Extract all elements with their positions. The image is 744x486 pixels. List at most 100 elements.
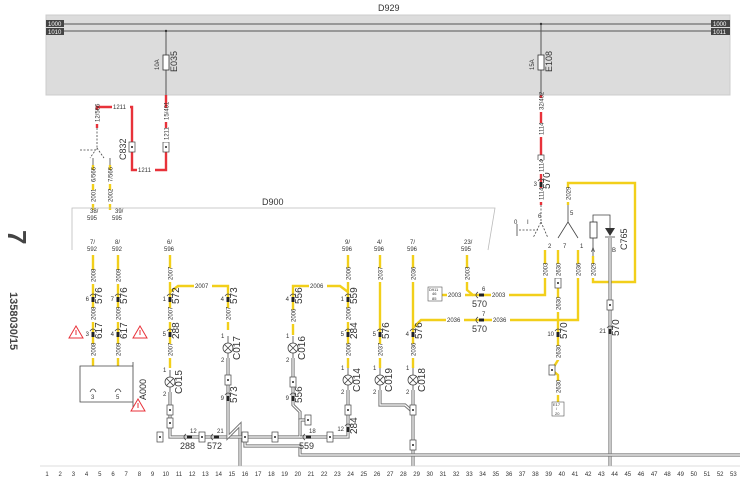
wire-label: 2630 [554, 296, 563, 312]
svg-text:559: 559 [299, 441, 314, 451]
svg-text:570: 570 [611, 319, 622, 336]
wire-label: 2002 [106, 188, 115, 204]
panel-title: D929 [378, 3, 400, 13]
svg-text:576: 576 [94, 287, 105, 304]
inline-splice [166, 417, 174, 429]
svg-text:C765: C765 [619, 228, 629, 250]
inline-splice [326, 431, 334, 443]
svg-text:8/: 8/ [115, 240, 120, 246]
module-title: D900 [262, 197, 284, 207]
svg-text:4: 4 [286, 297, 290, 303]
ruler-tick: 49 [677, 472, 684, 478]
svg-text:592: 592 [87, 247, 98, 253]
wire-label: 2036 [409, 342, 418, 358]
svg-text:B: B [612, 248, 616, 254]
svg-text:9/: 9/ [345, 240, 350, 246]
ruler-tick: 7 [125, 472, 129, 478]
svg-text:2036: 2036 [412, 266, 418, 280]
inline-splice [166, 404, 174, 416]
wire-label: 2001 [89, 188, 98, 204]
switch-c832[interactable]: C832 [80, 128, 128, 165]
svg-text:15A: 15A [530, 59, 536, 70]
svg-text:2007: 2007 [227, 306, 233, 320]
ruler-tick: 18 [268, 472, 275, 478]
svg-text:576: 576 [119, 287, 130, 304]
ruler-tick: 43 [598, 472, 605, 478]
ruler-tick: 44 [611, 472, 618, 478]
wire-label: 2003 [447, 291, 465, 299]
svg-text:2: 2 [341, 390, 345, 396]
fuse-e108: 15A E108 [530, 22, 554, 95]
svg-text:2006: 2006 [292, 308, 298, 322]
svg-text:284: 284 [349, 322, 360, 339]
svg-text:A000: A000 [138, 379, 148, 400]
wire-label: 2036 [492, 316, 510, 324]
inline-splice [241, 431, 249, 443]
ruler-tick: 9 [151, 472, 155, 478]
svg-text:1: 1 [221, 334, 225, 340]
wire-label: 2036 [574, 262, 583, 278]
wire-label: 2029 [564, 186, 573, 202]
warning-icon [68, 325, 84, 339]
svg-text:7: 7 [482, 312, 486, 318]
ruler-tick: 15 [228, 472, 235, 478]
svg-text:1114: 1114 [540, 187, 546, 200]
svg-text:3: 3 [91, 395, 95, 401]
wire-label: 2630 [554, 379, 563, 395]
ruler-tick: 5 [98, 472, 102, 478]
ruler-tick: 36 [506, 472, 513, 478]
wire-label: 1211 [137, 166, 155, 174]
svg-text:2630: 2630 [557, 262, 563, 276]
wire-label: 2009 [114, 268, 123, 284]
svg-text:2006: 2006 [310, 284, 324, 290]
svg-text:2003: 2003 [466, 266, 472, 280]
svg-text:1: 1 [341, 366, 345, 372]
svg-text:6/566: 6/566 [92, 166, 98, 182]
fuse-e035: 10A E035 [155, 29, 179, 95]
wire-label: 2006 [344, 266, 353, 282]
light-switch[interactable]: 0 I 6 2 7 1 5 [514, 205, 584, 250]
ruler-tick: 26 [374, 472, 381, 478]
ruler-tick: 53 [730, 472, 737, 478]
ruler-tick: 41 [572, 472, 579, 478]
d929-fuse-panel: D929 1000 1010 1000 1011 10A E035 15A E1… [45, 3, 731, 96]
svg-text:573: 573 [229, 287, 240, 304]
svg-text:2003: 2003 [448, 293, 462, 299]
svg-text:595: 595 [461, 247, 472, 253]
svg-text:288: 288 [171, 322, 182, 339]
module-pin: 7/5927/592 [87, 240, 98, 253]
svg-text:2008: 2008 [92, 306, 98, 320]
svg-text:572: 572 [207, 441, 222, 451]
inline-splice [606, 299, 614, 311]
svg-text:6/: 6/ [167, 240, 172, 246]
c765-indicator: A B C765 [589, 214, 629, 256]
wire-label: 2007 [224, 306, 233, 322]
svg-text:596: 596 [342, 247, 353, 253]
inline-splice [198, 431, 206, 443]
power-wire [95, 95, 168, 172]
svg-text:284: 284 [349, 417, 360, 434]
wire-label: 2007 [166, 306, 175, 322]
svg-text:38/: 38/ [90, 209, 99, 215]
inline-splice [128, 141, 136, 153]
svg-text:2630: 2630 [557, 379, 563, 393]
svg-text:2007: 2007 [169, 266, 175, 280]
ruler-tick: 37 [519, 472, 526, 478]
e17-ref-box: E17 / 20 [551, 401, 565, 417]
svg-text:85: 85 [432, 296, 437, 301]
wire-label: 1211 [112, 103, 130, 111]
svg-text:9: 9 [221, 396, 225, 402]
svg-text:15/401: 15/401 [165, 101, 171, 120]
